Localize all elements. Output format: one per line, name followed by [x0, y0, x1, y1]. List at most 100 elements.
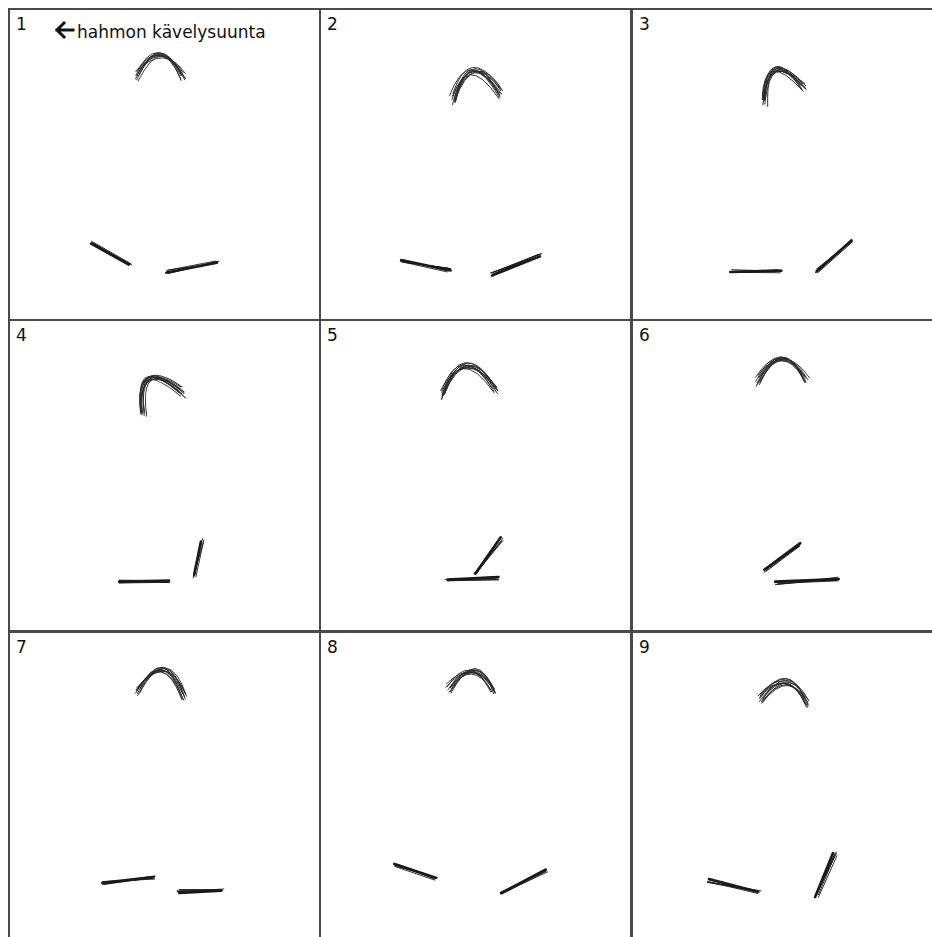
panel-number: 8 [327, 639, 338, 656]
panel-box: 1hahmon kävelysuunta [8, 8, 321, 321]
head-stroke [130, 368, 185, 417]
figure-sketch [102, 665, 224, 893]
foot-stroke [707, 882, 757, 891]
foot-stroke [445, 578, 498, 580]
head-stroke [757, 361, 808, 383]
figure-sketch [394, 667, 548, 894]
foot-stroke [403, 262, 448, 268]
head-stroke [758, 679, 810, 701]
panel-number: 5 [327, 327, 338, 344]
foot-stroke [816, 241, 852, 270]
figure-sketch [119, 365, 204, 583]
figure-sketch [400, 64, 541, 276]
foot-stroke [502, 872, 546, 894]
figure-sketch [755, 357, 838, 585]
foot-stroke [194, 541, 202, 576]
foot-stroke [764, 544, 800, 569]
foot-stroke [92, 243, 131, 264]
foot-stroke [766, 546, 800, 571]
foot-stroke [766, 545, 800, 570]
panel-box: 8 [319, 631, 632, 937]
head-scribble [135, 665, 189, 701]
head-stroke [755, 64, 804, 104]
head-stroke [448, 668, 496, 693]
foot-stroke [402, 260, 448, 271]
foot-stroke [91, 244, 129, 265]
foot-stroke [104, 878, 154, 883]
foot-stroke [502, 871, 547, 893]
foot-stroke [400, 261, 450, 268]
figure-sketch [438, 360, 503, 581]
foot-stroke [180, 889, 221, 890]
head-stroke [128, 367, 182, 415]
head-stroke [441, 365, 497, 400]
foot-stroke [819, 852, 837, 895]
figure-sketch [707, 676, 837, 897]
panel-number: 3 [639, 16, 650, 33]
head-stroke [439, 366, 495, 399]
foot-stroke [730, 270, 778, 272]
head-stroke [438, 363, 497, 400]
foot-stroke [166, 261, 219, 273]
head-stroke [439, 362, 498, 397]
head-stroke [755, 63, 802, 101]
foot-stroke [778, 581, 838, 584]
foot-stroke [490, 256, 539, 273]
head-scribble [438, 360, 499, 400]
head-stroke [449, 671, 497, 696]
head-stroke [756, 65, 804, 105]
panel-number: 9 [639, 639, 650, 656]
foot-stroke [119, 582, 168, 583]
foot-stroke [502, 869, 547, 893]
panel-number: 2 [327, 16, 338, 33]
head-stroke [755, 359, 804, 380]
head-stroke [762, 683, 810, 707]
panel-number: 4 [16, 327, 27, 344]
head-stroke [138, 56, 181, 81]
foot-stroke [449, 579, 496, 580]
foot-stroke [103, 879, 155, 881]
panel-box: 3 [631, 8, 932, 321]
foot-stroke [92, 241, 131, 263]
head-stroke [448, 68, 502, 101]
foot-stroke [401, 260, 451, 270]
foot-stroke [815, 240, 851, 273]
foot-stroke [119, 581, 169, 582]
foot-stroke [395, 867, 435, 881]
foot-stroke [818, 856, 837, 898]
foot-stroke [475, 537, 500, 573]
head-scribble [135, 53, 185, 81]
figure-sketch [91, 53, 219, 274]
foot-stroke [179, 889, 222, 890]
direction-caption: hahmon kävelysuunta [77, 24, 266, 41]
head-stroke [137, 55, 182, 80]
panel-box: 4 [8, 319, 321, 632]
foot-stroke [119, 582, 169, 584]
head-stroke [137, 670, 184, 701]
head-stroke [451, 667, 496, 696]
foot-stroke [194, 539, 203, 577]
head-stroke [136, 53, 181, 76]
foot-stroke [775, 577, 838, 584]
head-stroke [127, 367, 180, 415]
head-scribble [127, 365, 188, 421]
head-scribble [755, 357, 809, 387]
foot-stroke [103, 876, 155, 884]
panel-box: 2 [319, 8, 632, 321]
head-stroke [449, 68, 501, 98]
head-scribble [446, 64, 504, 106]
foot-stroke [402, 262, 447, 272]
panel-box: 7 [8, 631, 321, 937]
head-stroke [758, 64, 806, 100]
foot-stroke [168, 263, 217, 270]
foot-stroke [818, 242, 853, 273]
panel-box: 5 [319, 319, 632, 632]
figure-sketch [730, 60, 852, 273]
foot-stroke [448, 579, 499, 581]
foot-stroke [474, 541, 502, 574]
foot-stroke [394, 864, 436, 878]
foot-stroke [119, 580, 170, 581]
foot-stroke [394, 864, 435, 878]
